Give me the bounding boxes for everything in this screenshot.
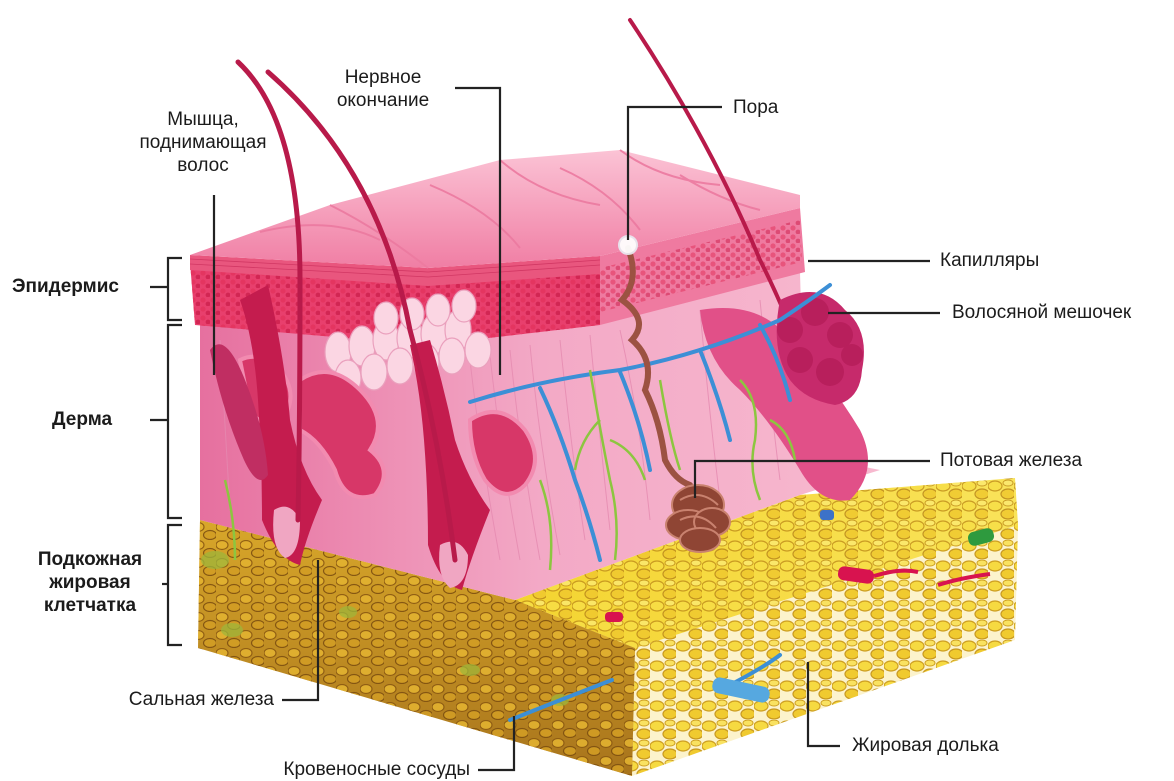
label-fat-lobule: Жировая долька: [852, 734, 999, 757]
label-subcutis: Подкожная жировая клетчатка: [20, 548, 160, 617]
label-dermis: Дерма: [52, 408, 112, 431]
label-sweat-gland: Потовая железа: [940, 449, 1082, 472]
label-pore: Пора: [733, 96, 778, 119]
label-capillaries: Капилляры: [940, 249, 1039, 272]
label-muscle: Мышца, поднимающая волос: [128, 108, 278, 177]
label-follicle: Волосяной мешочек: [952, 301, 1131, 324]
label-epidermis: Эпидермис: [12, 275, 119, 298]
label-nerve: Нервное окончание: [318, 66, 448, 112]
label-sebaceous: Сальная железа: [60, 688, 274, 711]
label-vessels: Кровеносные сосуды: [218, 758, 470, 781]
